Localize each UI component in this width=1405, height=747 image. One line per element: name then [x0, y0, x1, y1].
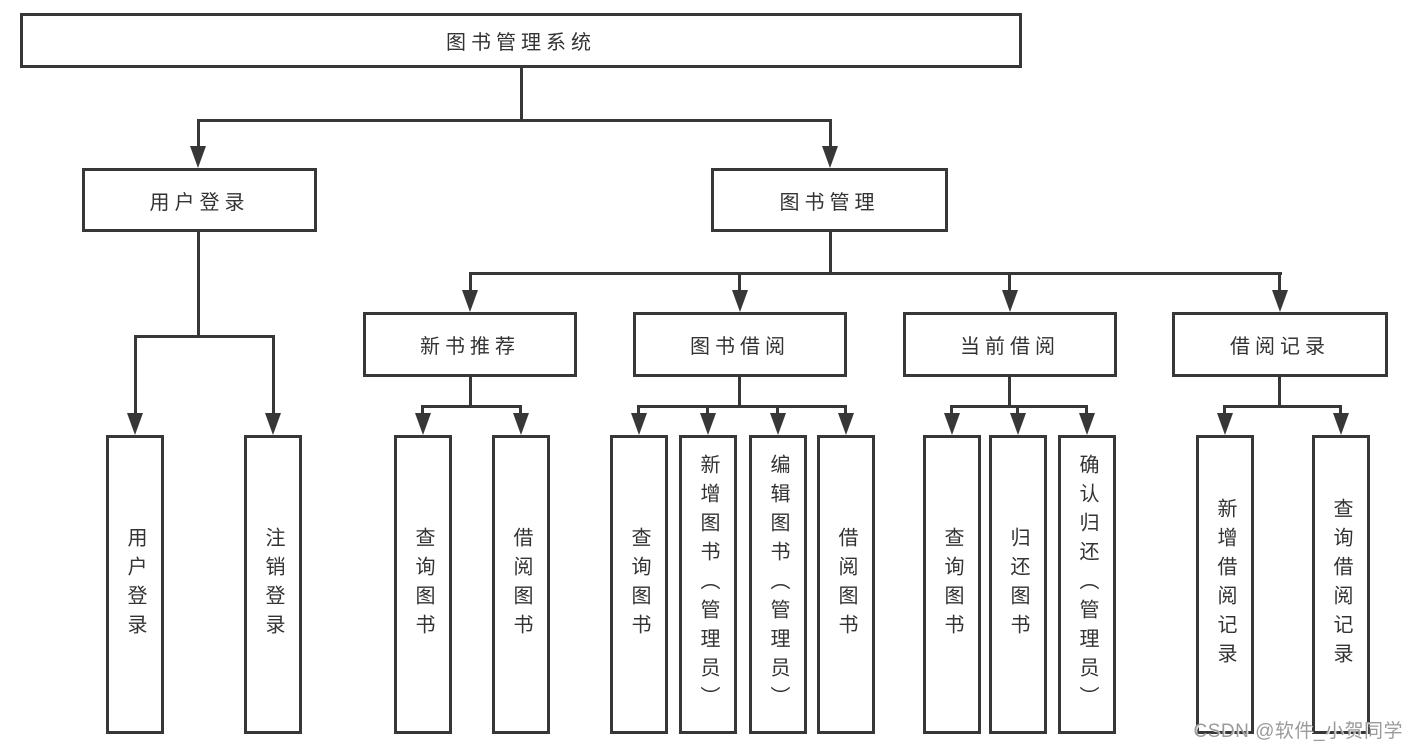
- leaf-logout: 注销登录: [244, 435, 302, 734]
- connector-to-leaf-add-books: [706, 405, 709, 417]
- node-library-system: 图书管理系统: [20, 13, 1022, 68]
- node-borrowing-records: 借阅记录: [1172, 312, 1388, 377]
- node-label: 确认归还（管理员）: [1076, 454, 1098, 715]
- arrowhead-to-leaf-add-books: [700, 413, 716, 435]
- node-label: 新书推荐: [420, 336, 520, 358]
- arrowhead-to-leaf-logout: [265, 413, 281, 435]
- connector-book-management-stem: [829, 231, 832, 272]
- node-label: 新增借阅记录: [1214, 497, 1236, 672]
- leaf-borrow-books: 借阅图书: [817, 435, 875, 734]
- node-new-book-recommend: 新书推荐: [363, 312, 577, 377]
- connector-to-book-management: [829, 119, 832, 151]
- connector-to-leaf-edit-books: [776, 405, 779, 417]
- arrowhead-to-book-borrowing: [732, 290, 748, 312]
- arrowhead-to-leaf-add-record: [1217, 413, 1233, 435]
- node-label: 借阅图书: [835, 526, 857, 643]
- arrowhead-to-leaf-borrow-books-1: [513, 413, 529, 435]
- arrowhead-to-leaf-query-books-1: [415, 413, 431, 435]
- leaf-add-borrow-record: 新增借阅记录: [1196, 435, 1254, 734]
- connector-borrowing-records-hline: [1223, 405, 1342, 408]
- arrowhead-to-leaf-query-record: [1333, 413, 1349, 435]
- leaf-add-books-admin: 新增图书（管理员）: [679, 435, 737, 734]
- node-user-login: 用户登录: [82, 168, 317, 232]
- connector-to-leaf-return-books: [1016, 405, 1019, 417]
- connector-book-borrowing-stem: [738, 375, 741, 405]
- node-current-borrowing: 当前借阅: [903, 312, 1117, 377]
- node-label: 借阅记录: [1230, 336, 1330, 358]
- arrowhead-to-book-management: [822, 146, 838, 168]
- node-label: 查询图书: [412, 526, 434, 643]
- connector-to-leaf-confirm-return: [1085, 405, 1088, 417]
- connector-new-book-stem: [469, 375, 472, 405]
- node-label: 归还图书: [1007, 526, 1029, 643]
- node-label: 查询借阅记录: [1330, 497, 1352, 672]
- connector-to-leaf-borrow-books-1: [519, 405, 522, 417]
- node-book-borrowing: 图书借阅: [633, 312, 847, 377]
- leaf-edit-books-admin: 编辑图书（管理员）: [749, 435, 807, 734]
- leaf-user-login: 用户登录: [106, 435, 164, 734]
- connector-to-new-book-recommend: [469, 272, 472, 294]
- node-label: 借阅图书: [510, 526, 532, 643]
- node-label: 图书借阅: [690, 336, 790, 358]
- arrowhead-to-leaf-confirm-return: [1079, 413, 1095, 435]
- leaf-borrow-books-recommend: 借阅图书: [492, 435, 550, 734]
- connector-to-book-borrowing: [738, 272, 741, 294]
- node-label: 用户登录: [149, 191, 250, 214]
- arrowhead-to-leaf-borrow-books-2: [838, 413, 854, 435]
- connector-book-management-hline: [469, 272, 1282, 275]
- connector-to-leaf-user-login: [134, 335, 137, 417]
- leaf-confirm-return-admin: 确认归还（管理员）: [1058, 435, 1116, 734]
- leaf-query-books-borrowing: 查询图书: [610, 435, 668, 734]
- connector-root-hline: [197, 119, 832, 122]
- leaf-query-books-recommend: 查询图书: [394, 435, 452, 734]
- arrowhead-to-leaf-user-login: [127, 413, 143, 435]
- connector-new-book-hline: [421, 405, 522, 408]
- csdn-watermark: CSDN @软件_小贺同学: [1193, 721, 1403, 742]
- connector-root-stem: [520, 66, 523, 119]
- node-label: 新增图书（管理员）: [697, 454, 719, 715]
- connector-to-leaf-query-record: [1339, 405, 1342, 417]
- leaf-query-books-current: 查询图书: [923, 435, 981, 734]
- connector-to-current-borrowing: [1008, 272, 1011, 294]
- arrowhead-to-current-borrowing: [1002, 290, 1018, 312]
- connector-to-leaf-logout: [272, 335, 275, 417]
- connector-to-leaf-borrow-books-2: [844, 405, 847, 417]
- connector-user-login-hline: [134, 335, 275, 338]
- leaf-query-borrow-record: 查询借阅记录: [1312, 435, 1370, 734]
- connector-to-leaf-query-books-2: [637, 405, 640, 417]
- connector-to-borrowing-records: [1278, 272, 1281, 294]
- arrowhead-to-user-login: [190, 146, 206, 168]
- connector-book-borrowing-hline: [637, 405, 847, 408]
- leaf-return-books: 归还图书: [989, 435, 1047, 734]
- node-book-management: 图书管理: [711, 168, 948, 232]
- arrowhead-to-new-book-recommend: [462, 290, 478, 312]
- arrowhead-to-leaf-return-books: [1010, 413, 1026, 435]
- node-label: 查询图书: [628, 526, 650, 643]
- connector-user-login-stem: [197, 231, 200, 335]
- connector-current-borrowing-stem: [1008, 375, 1011, 405]
- connector-to-leaf-query-books-3: [950, 405, 953, 417]
- arrowhead-to-leaf-edit-books: [770, 413, 786, 435]
- node-label: 当前借阅: [960, 336, 1060, 358]
- arrowhead-to-borrowing-records: [1272, 290, 1288, 312]
- node-label: 图书管理系统: [446, 32, 596, 54]
- node-label: 查询图书: [941, 526, 963, 643]
- connector-current-borrowing-hline: [950, 405, 1088, 408]
- connector-to-user-login: [197, 119, 200, 151]
- connector-to-leaf-add-record: [1223, 405, 1226, 417]
- connector-borrowing-records-stem: [1278, 375, 1281, 405]
- connector-to-leaf-query-books-1: [421, 405, 424, 417]
- arrowhead-to-leaf-query-books-2: [631, 413, 647, 435]
- arrowhead-to-leaf-query-books-3: [944, 413, 960, 435]
- node-label: 用户登录: [124, 526, 146, 643]
- node-label: 编辑图书（管理员）: [767, 454, 789, 715]
- node-label: 注销登录: [262, 526, 284, 643]
- node-label: 图书管理: [779, 191, 880, 214]
